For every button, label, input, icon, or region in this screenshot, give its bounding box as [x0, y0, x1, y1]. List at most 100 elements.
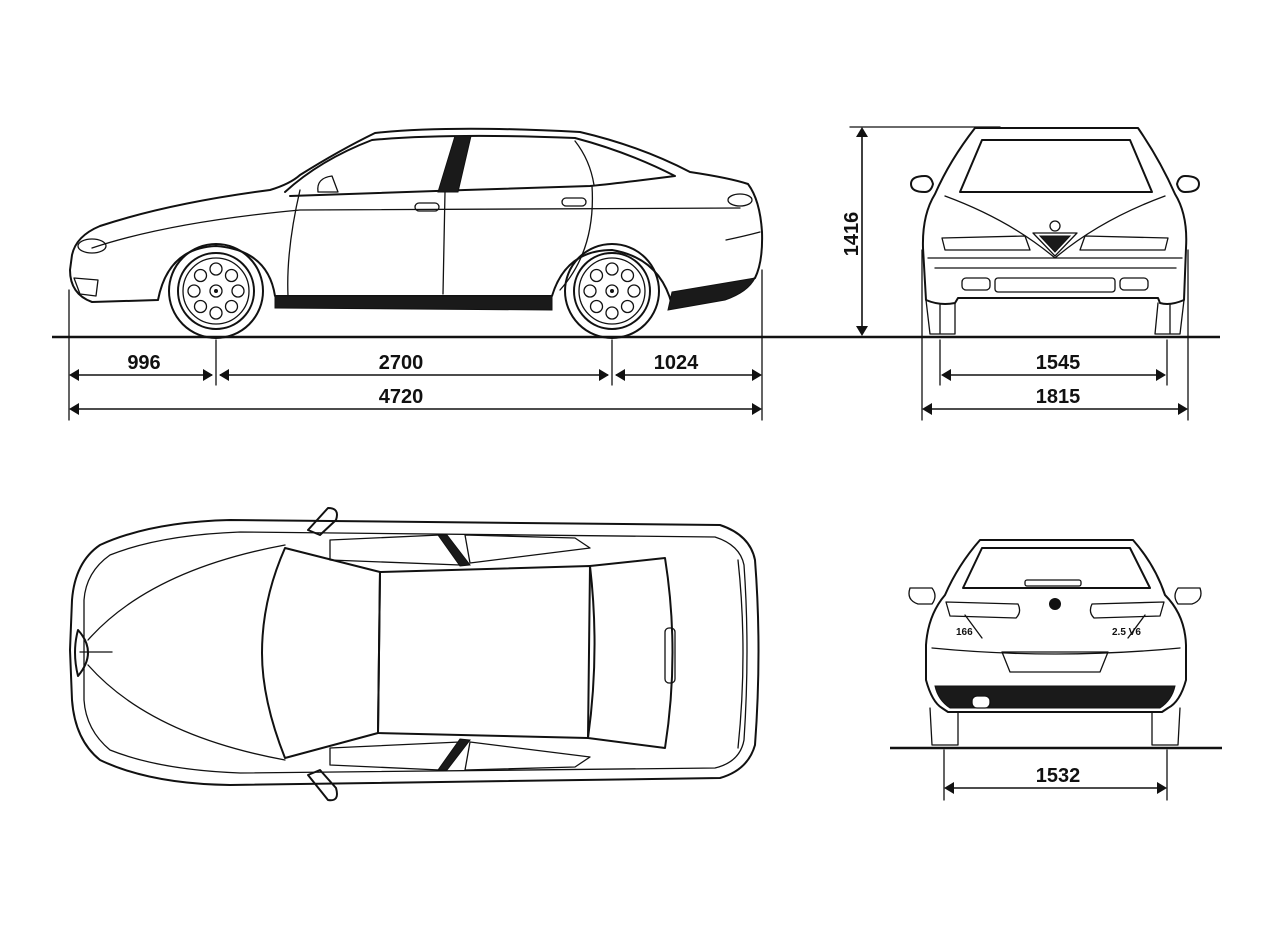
fog-light-right [1119, 277, 1149, 291]
grille-shield [1032, 232, 1078, 257]
side-view [52, 127, 918, 421]
top-windshield [261, 547, 381, 759]
front-wheel [168, 243, 264, 339]
top-rear-window [587, 557, 674, 749]
front-body-outline [921, 127, 1188, 305]
exhaust [971, 695, 991, 709]
top-side-window-left-rear [464, 534, 591, 564]
side-mirror [317, 175, 339, 193]
label-overall-length: 4720 [379, 386, 424, 408]
rear-tyre-left [929, 707, 959, 746]
front-lamp [77, 238, 107, 254]
headlight-right [1079, 235, 1169, 251]
top-body-outline [69, 519, 760, 786]
b-pillar [437, 135, 472, 193]
fog-light-left [961, 277, 991, 291]
top-trunk-edge [737, 559, 744, 749]
rear-engine-badge: 2.5 V6 [1112, 627, 1141, 638]
rear-tyre-right [1151, 707, 1181, 746]
label-wheelbase: 2700 [379, 352, 424, 374]
label-rear-overhang: 1024 [654, 352, 699, 374]
side-body-outline [69, 127, 764, 306]
trunk-line-left [964, 614, 983, 639]
top-pillar-left [437, 534, 471, 567]
front-tyre-left [925, 299, 956, 335]
tail-light-left [945, 601, 1021, 619]
rear-mirror-right [1174, 587, 1202, 605]
top-side-window-left-front [329, 534, 461, 566]
trunk-line-right [1127, 614, 1146, 639]
side-dimensions: 996 2700 1024 4720 1416 [69, 126, 1001, 415]
front-view [910, 127, 1220, 421]
rear-wheel [564, 243, 660, 339]
arrow-wb-left [219, 369, 229, 381]
arrow-ro-right [752, 369, 762, 381]
c-pillar [574, 140, 595, 186]
rear-window [962, 547, 1151, 589]
lower-intake [994, 277, 1116, 293]
front-door-edge [287, 189, 301, 297]
arrow-rt-right [1157, 782, 1167, 794]
front-mirror-left [910, 175, 934, 193]
headlight-left [941, 235, 1031, 251]
label-overall-width: 1815 [1036, 386, 1081, 408]
arrow-ro-left [615, 369, 625, 381]
rear-model-badge: 166 [956, 627, 973, 638]
arrow-w-left [922, 403, 932, 415]
arrow-height-top [856, 127, 868, 137]
top-third-brakelight [664, 627, 676, 684]
rear-diffuser [934, 685, 1176, 709]
front-grille-top [74, 629, 89, 677]
label-front-overhang: 996 [127, 352, 160, 374]
arrow-len-right [752, 403, 762, 415]
hood-crease-lower [87, 664, 286, 761]
front-windshield [959, 139, 1153, 193]
rear-bumper-line [931, 647, 1181, 655]
front-tyre-right [1154, 299, 1185, 335]
top-body-inner [83, 531, 748, 774]
front-dimensions: 1545 1815 [922, 352, 1188, 415]
hood-crease-upper [87, 544, 286, 641]
label-rear-track: 1532 [1036, 765, 1081, 787]
rear-door-edge [559, 185, 594, 291]
arrow-rt-left [944, 782, 954, 794]
rear-dimensions: 1532 [944, 765, 1167, 794]
rear-body-outline [925, 539, 1187, 713]
top-roof [377, 565, 591, 739]
top-side-window-right-rear [464, 741, 591, 771]
side-window-frame [284, 134, 676, 197]
label-front-track: 1545 [1036, 352, 1081, 374]
top-view [69, 507, 760, 802]
side-sill [274, 295, 553, 311]
arrow-ft-left [941, 369, 951, 381]
top-pillar-right [437, 738, 471, 771]
front-mirror-right [1176, 175, 1200, 193]
top-mirror-left [307, 507, 338, 536]
rear-logo [1049, 598, 1061, 610]
rear-mirror-left [908, 587, 936, 605]
arrow-len-left [69, 403, 79, 415]
grille-mesh [1038, 235, 1072, 253]
arrow-fo-left [69, 369, 79, 381]
rear-lamp [727, 193, 753, 207]
rear-light-line [725, 231, 761, 241]
rear-brakelight [1024, 579, 1082, 587]
arrow-ft-right [1156, 369, 1166, 381]
top-mirror-right [307, 769, 338, 802]
rear-view: 166 2.5 V6 [890, 539, 1222, 801]
license-plate [1001, 651, 1109, 673]
front-fog-light [73, 277, 99, 297]
rear-bumper-lower [667, 277, 756, 311]
arrow-fo-right [203, 369, 213, 381]
arrow-wb-right [599, 369, 609, 381]
arrow-w-right [1178, 403, 1188, 415]
arrow-height-bottom [856, 326, 868, 336]
door-split-line [442, 191, 446, 295]
front-logo [1049, 220, 1061, 232]
front-door-handle [414, 202, 440, 212]
rear-door-handle [561, 197, 587, 207]
side-feature-line [91, 207, 741, 249]
label-height: 1416 [841, 212, 863, 257]
tail-light-right [1089, 601, 1165, 619]
